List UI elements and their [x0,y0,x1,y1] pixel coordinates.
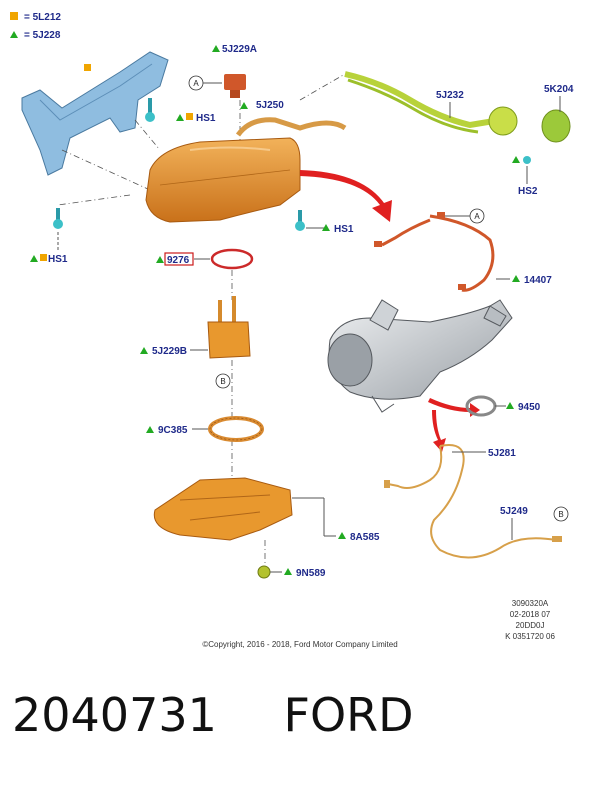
bracket-square-marker-icon [84,64,91,71]
bolt-hs1-top: HS1 [145,98,216,124]
tank-bracket [21,51,169,176]
label-9n589: 9N589 [296,568,326,579]
screw-hs2: HS2 [512,156,538,197]
label-5j229b: 5J229B [152,346,187,357]
label-hs1-left: HS1 [48,254,68,265]
label-9450: 9450 [518,402,541,413]
label-5k204: 5K204 [544,84,574,95]
triangle-marker-icon [240,102,248,109]
legend: = 5L212 = 5J228 [10,12,61,41]
bolt-hs1-right: HS1 [295,210,354,235]
callout-a-top-label: A [193,79,199,88]
triangle-marker-icon [338,532,346,539]
square-marker-icon [186,113,193,120]
callout-a-top: A [188,75,222,91]
label-5j281: 5J281 [488,448,516,459]
sensor-harness-5j281-5j249: 5J281 5J249 B [384,444,569,559]
seal-9276: 9276 [156,248,254,270]
triangle-marker-icon [506,402,514,409]
triangle-marker-icon [176,114,184,121]
leader-lines [57,73,346,565]
callout-b-sensor-label: B [558,510,563,519]
label-8a585: 8A585 [350,532,380,543]
filler-cap-5k204: 5K204 [541,84,574,143]
label-hs1-top: HS1 [196,113,216,124]
meta-line: K 0351720 06 [505,632,555,641]
square-marker-icon [40,254,47,261]
meta-line: 3090320A [511,599,549,608]
harness-14407: A 14407 [374,208,552,292]
label-5j229a: 5J229A [222,44,257,55]
bolt-hs1-left: HS1 [30,208,68,265]
red-arrow-icon [300,170,392,222]
label-5j249: 5J249 [500,506,528,517]
label-5j250: 5J250 [256,100,284,111]
callout-b-pump-label: B [220,377,225,386]
filler-pipe-5j232: 5J232 [344,71,518,136]
exhaust-dpf-assembly [327,299,513,413]
valve-5j229a: 5J229A 5J250 [212,44,284,111]
lock-ring-9c385: 9C385 [146,416,264,442]
red-arrow-down-icon [432,410,446,452]
legend-label-5J228: = 5J228 [24,30,61,41]
legend-triangle-icon [10,31,18,38]
label-9c385: 9C385 [158,425,188,436]
exploded-parts-diagram: = 5L212 = 5J228 HS1 HS1 HS1 [10,12,574,579]
footer-caption: 2040731 FORD [12,688,414,742]
callout-a-harness-label: A [474,212,480,221]
nut-9n589: 9N589 [257,565,326,579]
meta-line: 20DD0J [515,621,545,630]
label-hs1-right: HS1 [334,224,354,235]
gasket-9450: 9450 [465,395,541,417]
triangle-marker-icon [212,45,220,52]
part-number: 2040731 [12,688,217,742]
copyright-notice: ©Copyright, 2016 - 2018, Ford Motor Comp… [202,640,398,649]
legend-label-5L212: = 5L212 [24,12,61,23]
red-arrow-small-icon [428,398,480,417]
fuel-tank [145,117,347,223]
triangle-marker-icon [146,426,154,433]
label-hs2: HS2 [518,186,538,197]
triangle-marker-icon [140,347,148,354]
label-9276: 9276 [167,255,190,266]
brand-name: FORD [283,688,414,742]
label-5j232: 5J232 [436,90,464,101]
label-14407: 14407 [524,275,552,286]
triangle-marker-icon [30,255,38,262]
triangle-marker-icon [512,275,520,282]
shield-8a585: 8A585 [153,477,380,543]
triangle-marker-icon [156,256,164,263]
triangle-marker-icon [322,224,330,231]
document-meta: 3090320A 02-2018 07 20DD0J K 0351720 06 [470,598,590,642]
meta-line: 02-2018 07 [509,610,551,619]
triangle-marker-icon [284,568,292,575]
legend-square-icon [10,12,18,20]
triangle-marker-icon [512,156,520,163]
fuel-pump-module-5j229b: 5J229B B [140,296,251,389]
